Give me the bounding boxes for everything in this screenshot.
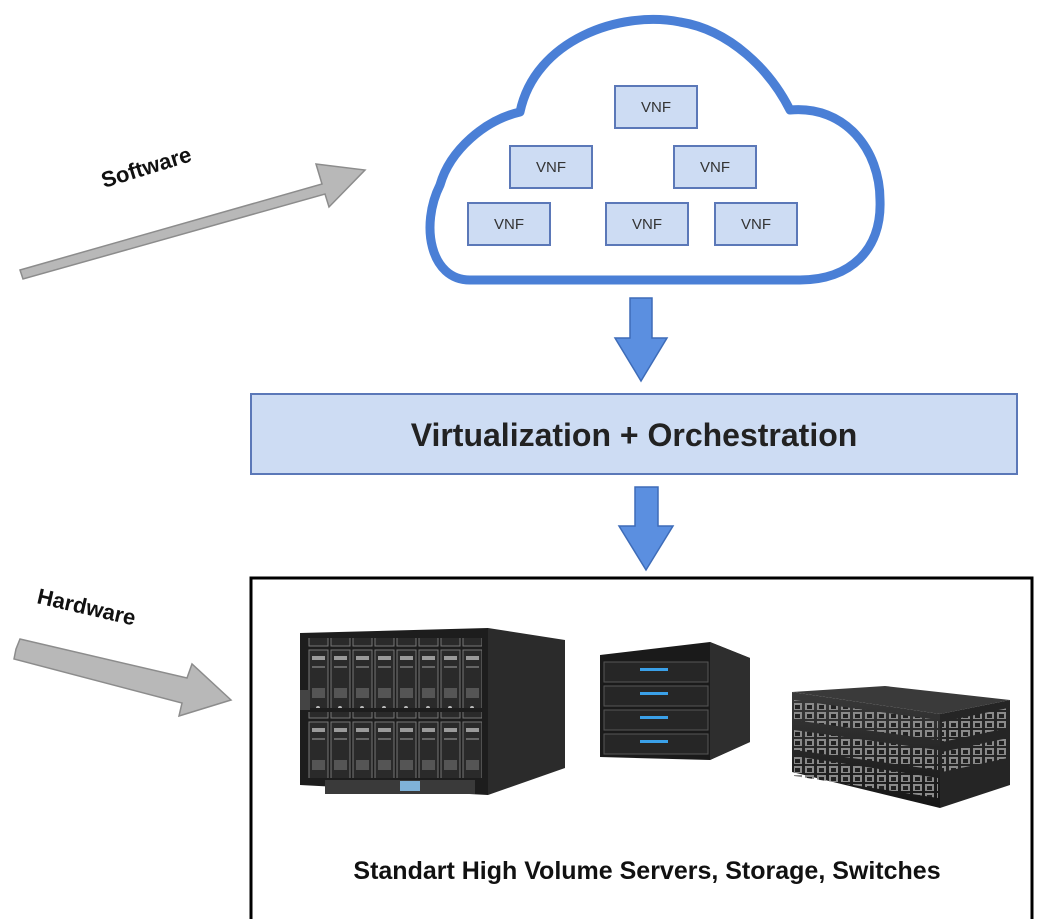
hardware-label: Hardware <box>35 584 138 631</box>
vnf-box[interactable]: VNF <box>467 202 551 246</box>
down-arrow-icon <box>617 486 675 572</box>
vnf-label: VNF <box>741 216 771 233</box>
vnf-box[interactable]: VNF <box>509 145 593 189</box>
vnf-label: VNF <box>632 216 662 233</box>
down-arrow-icon <box>613 297 669 383</box>
software-arrow <box>19 163 367 280</box>
cloud: VNF VNF VNF VNF VNF VNF <box>425 14 885 285</box>
vnf-label: VNF <box>536 159 566 176</box>
vnf-label: VNF <box>700 159 730 176</box>
vnf-box[interactable]: VNF <box>605 202 689 246</box>
blade-server-chassis-icon <box>300 628 565 795</box>
network-switch-icon <box>792 686 1010 808</box>
hardware-caption: Standart High Volume Servers, Storage, S… <box>353 857 940 885</box>
vnf-box[interactable]: VNF <box>614 85 698 129</box>
orchestration-label: Virtualization + Orchestration <box>411 417 858 453</box>
storage-array-icon <box>600 642 750 760</box>
software-label: Software <box>98 142 194 193</box>
hardware-arrow <box>13 638 233 718</box>
vnf-label: VNF <box>494 216 524 233</box>
vnf-box[interactable]: VNF <box>673 145 757 189</box>
vnf-label: VNF <box>641 99 671 116</box>
orchestration-bar[interactable]: Virtualization + Orchestration <box>250 393 1018 475</box>
vnf-box[interactable]: VNF <box>714 202 798 246</box>
